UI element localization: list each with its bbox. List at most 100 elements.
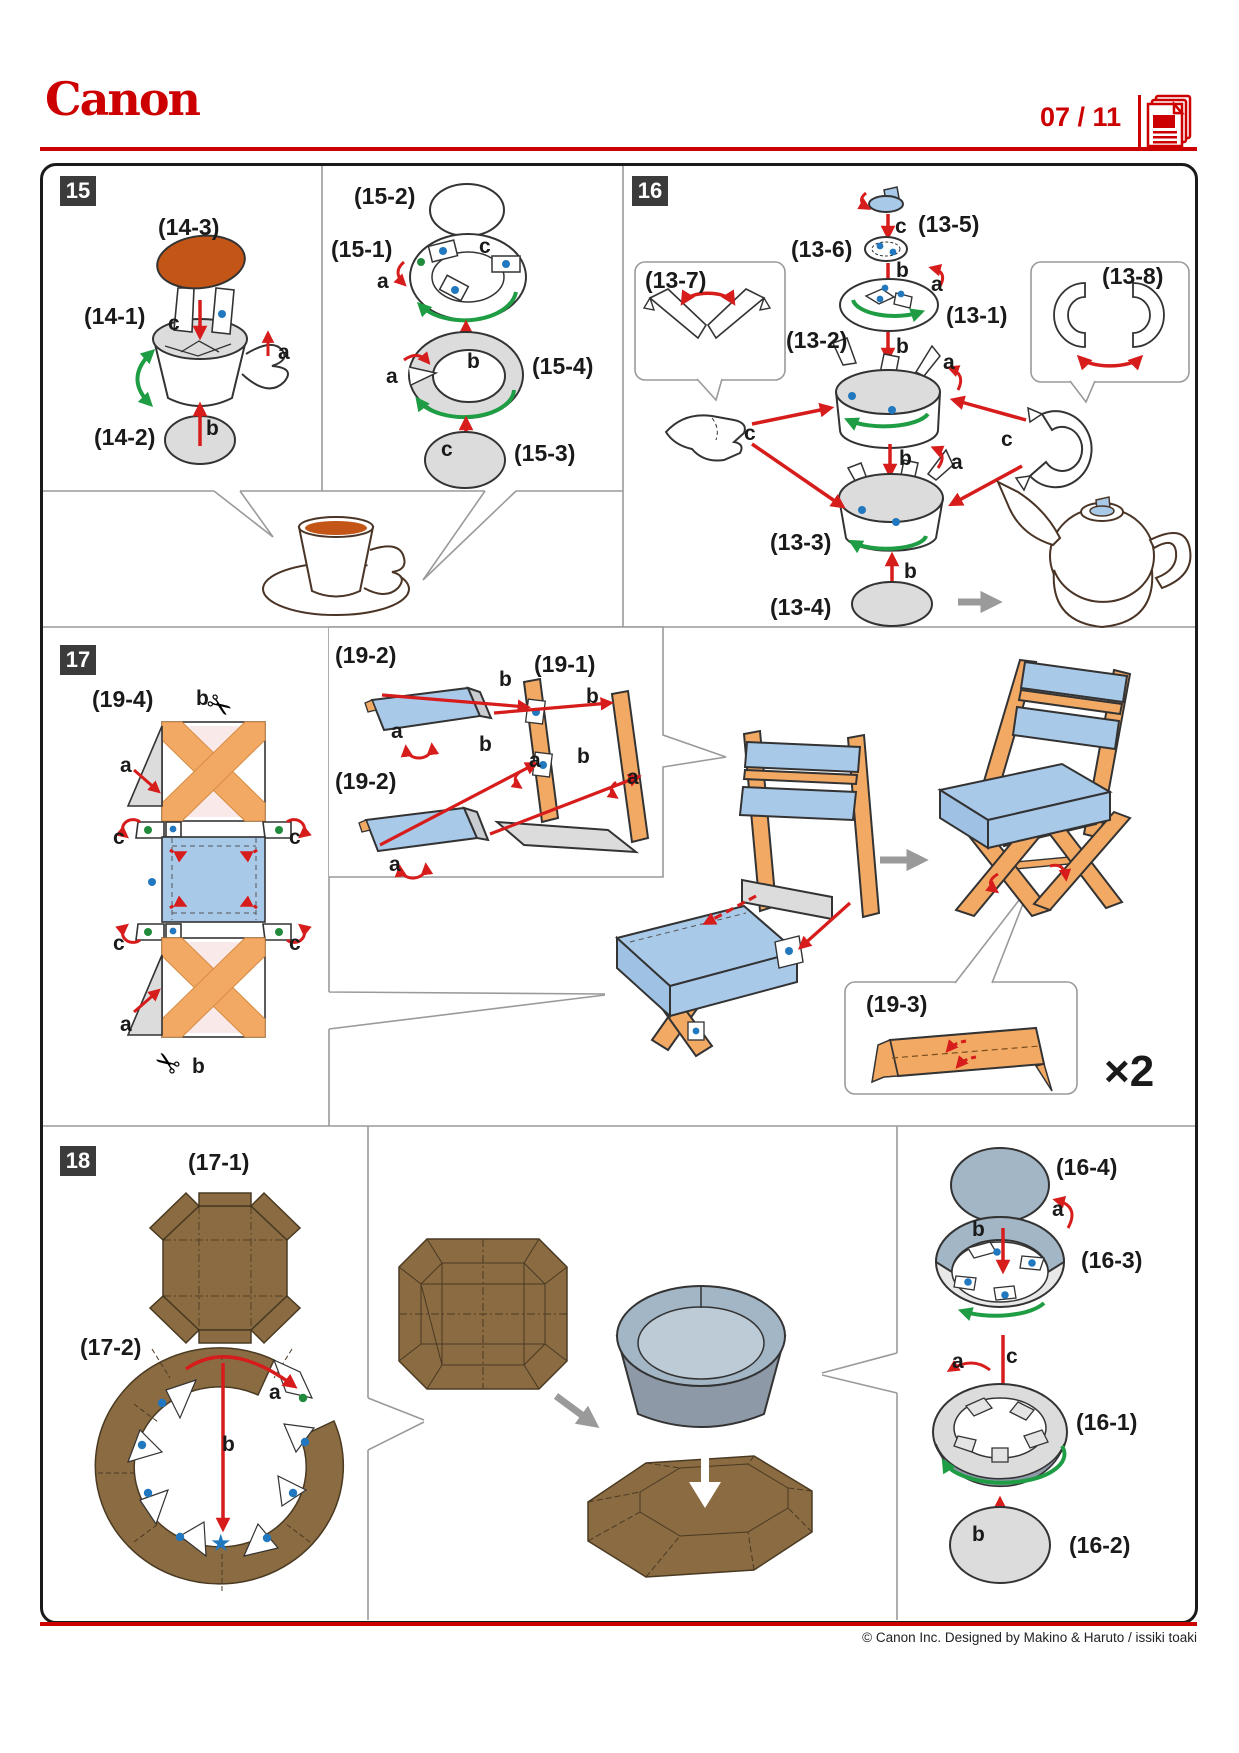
part-label-13-3: (13-3) — [770, 529, 832, 555]
part-label-15-2: (15-2) — [354, 183, 416, 209]
step-badge-16: 16 — [632, 176, 668, 206]
glue-step-b: b — [972, 1523, 985, 1546]
glue-step-a: a — [120, 754, 132, 777]
glue-step-c: c — [1001, 428, 1013, 451]
step15-cup-assembly — [135, 234, 289, 465]
step-badge-15: 15 — [60, 176, 96, 206]
glue-step-a: a — [389, 853, 401, 876]
cut-step-b: b — [196, 687, 209, 710]
part-label-15-3: (15-3) — [514, 440, 576, 466]
step-badge-18: 18 — [60, 1146, 96, 1176]
glue-step-b: b — [479, 733, 492, 756]
part-label-17-2: (17-2) — [80, 1334, 142, 1360]
part-label-13-8: (13-8) — [1102, 263, 1164, 289]
glue-step-a: a — [120, 1013, 132, 1036]
step17-crossbar-detail — [871, 1026, 1053, 1092]
glue-step-b: b — [972, 1218, 985, 1241]
glue-step-a: a — [931, 273, 943, 296]
glue-step-c: c — [168, 312, 180, 335]
part-label-16-1: (16-1) — [1076, 1409, 1138, 1435]
step18-table-ring — [94, 1347, 345, 1591]
glue-step-a: a — [278, 341, 290, 364]
part-label-16-2: (16-2) — [1069, 1532, 1131, 1558]
glue-step-c: c — [1006, 1345, 1018, 1368]
glue-step-a: a — [627, 766, 639, 789]
footer-rule — [40, 1622, 1197, 1626]
header-rule — [40, 147, 1197, 151]
glue-step-a: a — [377, 270, 389, 293]
part-label-13-4: (13-4) — [770, 594, 832, 620]
step18-leg-assembly — [932, 1147, 1074, 1584]
glue-step-c: c — [113, 932, 125, 955]
part-label-13-6: (13-6) — [791, 236, 853, 262]
glue-step-b: b — [577, 745, 590, 768]
glue-step-a: a — [951, 451, 963, 474]
glue-step-c: c — [289, 932, 301, 955]
step17-chair-partial — [614, 729, 881, 1058]
glue-step-b: b — [467, 350, 480, 373]
glue-step-a: a — [1052, 1198, 1064, 1221]
canon-logo: Canon — [45, 72, 201, 126]
copyright-text: © Canon Inc. Designed by Makino & Haruto… — [862, 1630, 1197, 1645]
star-marker: ★ — [210, 1530, 232, 1557]
part-label-19-2-top: (19-2) — [335, 642, 397, 668]
part-label-15-4: (15-4) — [532, 353, 594, 379]
part-label-13-7: (13-7) — [645, 267, 707, 293]
glue-step-b: b — [499, 668, 512, 691]
step15-saucer-assembly — [393, 183, 527, 489]
step17-chair-finished — [937, 658, 1132, 918]
step18-folded-top — [398, 1238, 568, 1390]
cut-step-b: b — [192, 1055, 205, 1078]
step-number: 17 — [65, 647, 91, 672]
step-badge-17: 17 — [60, 645, 96, 675]
glue-step-b: b — [586, 685, 599, 708]
step17-chair-template — [115, 721, 312, 1038]
part-label-14-2: (14-2) — [94, 424, 156, 450]
step-number: 15 — [65, 178, 91, 203]
part-label-16-4: (16-4) — [1056, 1154, 1118, 1180]
part-label-13-5: (13-5) — [918, 211, 980, 237]
glue-step-c: c — [895, 215, 907, 238]
part-label-15-1: (15-1) — [331, 236, 393, 262]
glue-step-a: a — [943, 351, 955, 374]
step-number: 16 — [637, 178, 663, 203]
glue-step-c: c — [289, 826, 301, 849]
part-label-16-3: (16-3) — [1081, 1247, 1143, 1273]
part-label-14-1: (14-1) — [84, 303, 146, 329]
part-label-13-2: (13-2) — [786, 327, 848, 353]
glue-step-b: b — [899, 447, 912, 470]
glue-step-c: c — [479, 235, 491, 258]
step16-teapot-assembly — [642, 186, 1192, 629]
part-label-17-1: (17-1) — [188, 1149, 250, 1175]
glue-step-a: a — [386, 365, 398, 388]
glue-step-a: a — [269, 1381, 281, 1404]
header-separator — [1138, 95, 1141, 150]
glue-step-b: b — [206, 417, 219, 440]
glue-step-b: b — [896, 335, 909, 358]
glue-step-a: a — [952, 1350, 964, 1373]
step18-flow-arrow — [553, 1393, 600, 1428]
pages-icon — [1146, 94, 1192, 148]
glue-step-c: c — [441, 438, 453, 461]
page-number: 07 / 11 — [1040, 102, 1122, 132]
quantity-multiplier: ×2 — [1104, 1047, 1155, 1096]
part-label-19-4: (19-4) — [92, 686, 154, 712]
step18-table-template — [148, 1191, 302, 1345]
glue-step-a: a — [529, 749, 541, 772]
glue-step-a: a — [391, 720, 403, 743]
glue-step-c: c — [113, 826, 125, 849]
panel-dividers — [43, 166, 1195, 1620]
glue-step-b: b — [222, 1433, 235, 1456]
part-label-19-1: (19-1) — [534, 651, 596, 677]
part-label-19-2-bottom: (19-2) — [335, 768, 397, 794]
part-label-19-3: (19-3) — [866, 991, 928, 1017]
glue-step-b: b — [896, 259, 909, 282]
glue-step-b: b — [904, 560, 917, 583]
step18-base-and-bowl — [587, 1285, 813, 1578]
part-label-13-1: (13-1) — [946, 302, 1008, 328]
step17-back-detail — [358, 677, 650, 880]
step15-result-teacup — [262, 516, 410, 616]
part-label-14-3: (14-3) — [158, 214, 220, 240]
